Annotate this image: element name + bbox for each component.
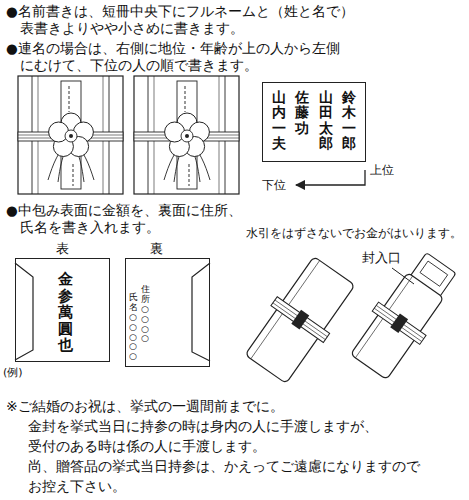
name-column: 山内一夫 — [272, 90, 286, 152]
example-mark: (例) — [3, 366, 23, 380]
note-text: 尚、贈答品の挙式当日持参は、かえってご遠慮になりますので — [28, 458, 420, 476]
inner-envelope-front: 表金参萬圓也 — [15, 258, 110, 362]
instruction-text: にむけて、下位の人の順で書きます。 — [20, 57, 258, 74]
note-text: ※ご結婚のお祝は、挙式の一週間前までに。 — [6, 398, 284, 416]
name-column: 鈴木一郎 — [342, 90, 356, 152]
instruction-text: ●中包み表面に金額を、裏面に住所、 — [6, 202, 242, 219]
address-field: 住所○○○○ — [141, 285, 150, 344]
rank-label: 下位 — [262, 178, 286, 193]
note-text: 金封を挙式当日に持参の時は身内の人に手渡しますが、 — [28, 418, 378, 436]
instruction-text: 氏名を書き入れます。 — [20, 219, 160, 236]
instruction-text: ●名前書きは、短冊中央下にフルネームと（姓と名で） — [6, 3, 354, 20]
note-text: 受付のある時は係の人に手渡します。 — [28, 438, 266, 456]
amount-text: 金参萬圓也 — [58, 271, 73, 354]
envelope-heading: 裏 — [150, 240, 163, 258]
callout-label: 封入口 — [362, 250, 401, 266]
inner-envelope-back: 裏住所○○○○氏名○○○○○ — [125, 258, 210, 367]
note-text: お控え下さい。 — [28, 478, 126, 496]
rank-label: 上位 — [370, 163, 394, 178]
instruction-text: ●連名の場合は、右側に地位・年齢が上の人から左側 — [6, 40, 340, 57]
instruction-text: 水引をはずさないでお金がはいります。 — [246, 226, 462, 241]
envelope-heading: 表 — [56, 240, 69, 258]
instruction-text: 表書きよりやや小さめに書きます。 — [20, 20, 244, 37]
name-column: 佐藤 功 — [295, 90, 309, 136]
names-box: 鈴木一郎山田太郎佐藤 功山内一夫 — [262, 82, 366, 162]
name-field: 氏名○○○○○ — [129, 293, 138, 362]
name-column: 山田太郎 — [319, 90, 333, 152]
